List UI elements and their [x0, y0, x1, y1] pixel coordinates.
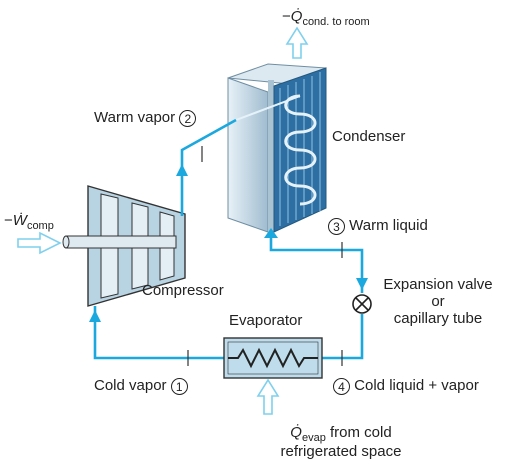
state-4-number: 4 — [333, 377, 350, 395]
state-1-number: 1 — [170, 377, 188, 395]
state-tick-marks — [187, 146, 343, 366]
evaporator-label: Evaporator — [229, 312, 303, 329]
state-4-label: 4 Cold liquid + vapor — [333, 377, 479, 395]
work-in-label: −Ẇcomp — [4, 212, 54, 232]
compressor-unit — [62, 185, 186, 307]
expansion-valve-label: Expansion valve or capillary tube — [383, 276, 493, 327]
condenser-unit — [227, 63, 327, 233]
heat-in-label: Q̇evap from cold refrigerated space — [280, 424, 402, 460]
heat-in-arrow-icon — [256, 378, 280, 415]
refrigerant-flow-lines — [93, 118, 364, 360]
compressor-label: Compressor — [142, 282, 224, 299]
heat-out-arrow-icon — [285, 26, 309, 59]
state-2-label: Warm vapor 2 — [94, 109, 197, 127]
state-1-label: Cold vapor 1 — [94, 377, 188, 395]
evaporator-unit — [223, 337, 323, 379]
state-2-number: 2 — [179, 109, 197, 127]
state-3-number: 3 — [328, 217, 345, 235]
state-3-label: 3 Warm liquid — [328, 217, 428, 235]
work-in-arrow-icon — [17, 231, 62, 255]
condenser-label: Condenser — [332, 128, 406, 145]
flow-arrow-icon — [89, 164, 368, 322]
expansion-valve-icon — [352, 294, 372, 314]
heat-out-label: −Q̇cond. to room — [282, 8, 370, 28]
